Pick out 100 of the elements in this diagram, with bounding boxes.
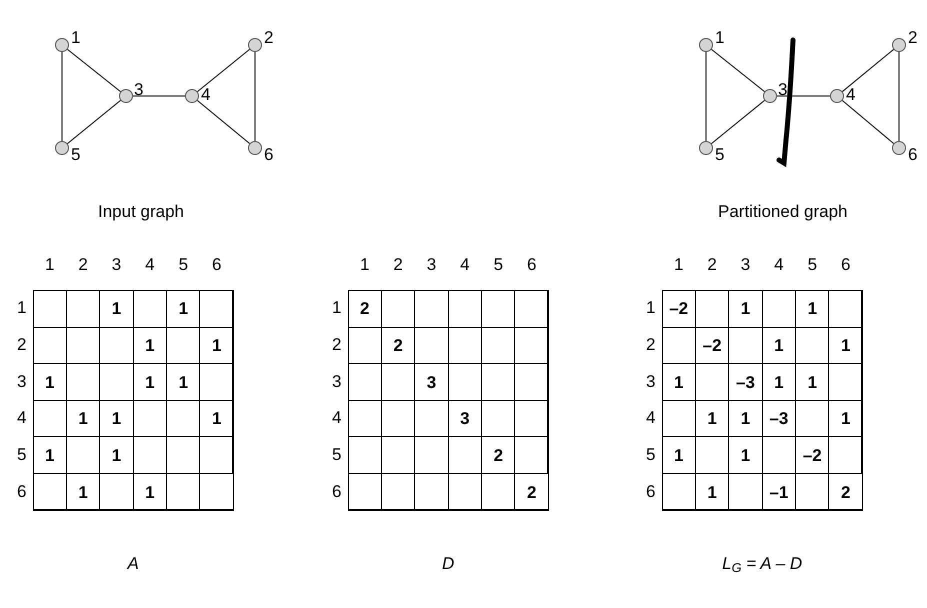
matrix-value: –3 — [768, 410, 790, 428]
vertex-number: 4 — [201, 86, 210, 103]
matrix-value: 1 — [44, 374, 56, 391]
matrix-value: 1 — [740, 410, 752, 428]
graph-vertex — [55, 38, 69, 52]
matrix-value: 1 — [144, 374, 156, 391]
matrix-value: 1 — [110, 410, 122, 428]
vertex-number: 1 — [715, 29, 724, 46]
matrix-value: –3 — [735, 374, 756, 391]
graph-edge — [842, 100, 894, 144]
column-number: 6 — [210, 256, 222, 273]
matrix-value: 1 — [77, 484, 89, 501]
graph-edge — [710, 100, 766, 144]
vertex-number: 6 — [264, 146, 274, 163]
row-number: 4 — [17, 409, 26, 426]
vertex-number: 1 — [71, 29, 80, 46]
column-number: 3 — [110, 256, 122, 273]
row-number: 4 — [646, 409, 656, 426]
graph-vertex — [185, 89, 199, 103]
column-number: 5 — [178, 256, 190, 273]
graph-edge — [196, 100, 250, 144]
graph-edge — [898, 52, 900, 142]
graph-vertex — [248, 141, 262, 155]
matrix-value: 2 — [392, 337, 404, 354]
column-number: 5 — [492, 256, 504, 273]
vertex-number: 3 — [778, 81, 788, 98]
graph-vertex — [892, 141, 906, 155]
row-number: 6 — [332, 482, 342, 500]
graph-caption: Input graph — [98, 201, 184, 223]
graph-vertex — [892, 38, 906, 52]
column-number: 6 — [526, 256, 538, 273]
matrix-value: 3 — [459, 410, 471, 428]
graph-vertex — [699, 141, 713, 155]
matrix-value: 2 — [526, 484, 538, 501]
row-number: 2 — [646, 336, 656, 354]
column-number: 4 — [773, 256, 785, 273]
row-number: 4 — [332, 409, 342, 426]
matrix-value: 1 — [178, 300, 190, 318]
matrix-value: 1 — [740, 447, 752, 464]
matrix-value: 1 — [110, 447, 122, 464]
matrix-value: 1 — [144, 484, 156, 501]
matrix-value: 1 — [806, 374, 818, 391]
column-number: 6 — [840, 256, 852, 273]
matrix-value: 1 — [110, 300, 122, 318]
vertex-number: 5 — [71, 146, 80, 163]
vertex-number: 6 — [908, 146, 918, 163]
graph-caption: Partitioned graph — [718, 201, 848, 223]
column-number: 4 — [144, 256, 156, 273]
row-number: 5 — [17, 446, 26, 464]
matrix-value: 1 — [672, 447, 684, 464]
graph-edge — [66, 100, 122, 144]
column-number: 2 — [392, 256, 404, 273]
matrix-value: 1 — [44, 447, 56, 464]
matrix-value: –2 — [802, 447, 823, 464]
matrix-value: –2 — [668, 300, 690, 318]
graph-vertex — [248, 38, 262, 52]
matrix-value: 2 — [358, 300, 370, 318]
row-number: 2 — [332, 336, 342, 354]
row-number: 5 — [646, 446, 656, 464]
matrix-value: 1 — [706, 410, 718, 428]
row-number: 3 — [17, 372, 26, 390]
row-number: 2 — [17, 336, 26, 354]
column-number: 3 — [426, 256, 438, 273]
column-number: 3 — [740, 256, 752, 273]
graph-edge — [254, 52, 256, 142]
vertex-number: 3 — [134, 81, 144, 98]
matrix-value: 1 — [840, 410, 852, 428]
matrix-value: 1 — [706, 484, 718, 501]
column-number: 1 — [672, 256, 684, 273]
matrix-value: 1 — [773, 374, 785, 391]
row-number: 1 — [646, 299, 656, 316]
vertex-number: 5 — [715, 146, 724, 163]
matrix-value: 3 — [426, 374, 438, 391]
column-number: 2 — [706, 256, 718, 273]
row-number: 5 — [332, 446, 342, 464]
vertex-number: 2 — [908, 29, 918, 46]
column-number: 2 — [77, 256, 89, 273]
graph-edge — [196, 48, 250, 92]
graph-edge — [66, 48, 122, 92]
matrix-value: 2 — [492, 447, 504, 464]
matrix-value: 1 — [178, 374, 190, 391]
column-number: 1 — [44, 256, 56, 273]
graph-vertex — [763, 89, 777, 103]
graph-vertex — [55, 141, 69, 155]
matrix-value: –1 — [768, 484, 790, 501]
matrix-value: 1 — [77, 410, 89, 428]
matrix-value: 1 — [806, 300, 818, 318]
column-number: 1 — [358, 256, 370, 273]
vertex-number: 2 — [264, 29, 274, 46]
row-number: 6 — [17, 482, 26, 500]
matrix-caption: A — [126, 553, 140, 575]
graph-edge — [710, 48, 766, 92]
column-number: 4 — [459, 256, 471, 273]
matrix-value: 1 — [210, 410, 222, 428]
row-number: 3 — [332, 372, 342, 390]
matrix-value: 1 — [144, 337, 156, 354]
matrix-value: 1 — [672, 374, 684, 391]
graph-vertex — [119, 89, 133, 103]
matrix-value: 2 — [840, 484, 852, 501]
matrix-caption: L$_{G}$ = A – D — [721, 553, 804, 576]
